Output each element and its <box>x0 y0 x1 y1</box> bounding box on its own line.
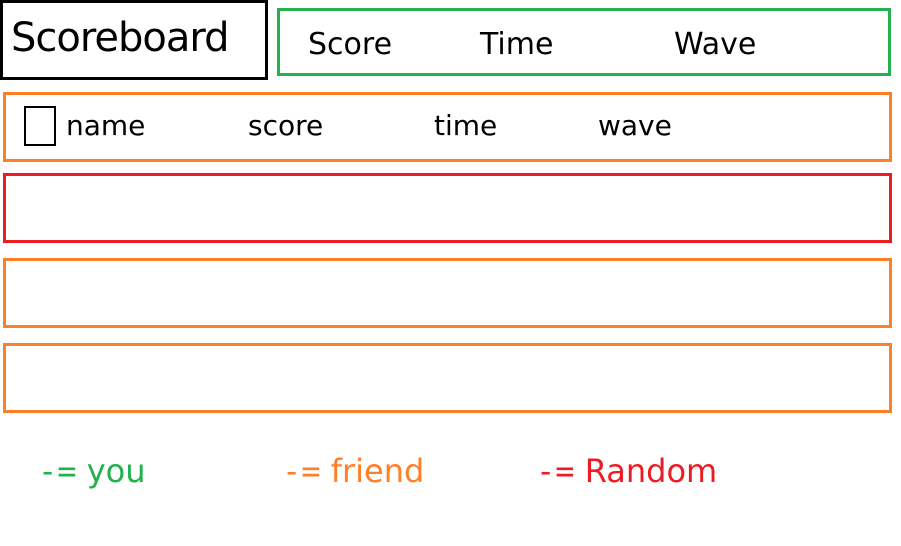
scoreboard-title-box: Scoreboard <box>0 0 268 80</box>
legend-item-random: -= Random <box>536 452 717 490</box>
row-score-cell: score <box>248 109 324 142</box>
row-name-cell: name <box>66 109 146 142</box>
legend-item-friend: -= friend <box>282 452 424 490</box>
scoreboard-row-friend[interactable] <box>3 258 892 328</box>
legend-label: Random <box>584 452 718 490</box>
legend-item-you: -= you <box>38 452 146 490</box>
header-wave-label: Wave <box>674 27 757 62</box>
scoreboard-row-friend[interactable] <box>3 343 892 413</box>
legend-marker: -= <box>38 452 77 490</box>
header-score-label: Score <box>308 27 393 62</box>
row-select-checkbox[interactable] <box>24 106 56 146</box>
header-time-label: Time <box>480 27 554 62</box>
legend-marker: -= <box>282 452 321 490</box>
row-time-cell: time <box>434 109 498 142</box>
row-wave-cell: wave <box>598 109 672 142</box>
legend-label: you <box>86 452 146 490</box>
scoreboard-row-friend[interactable]: name score time wave <box>3 92 892 162</box>
scoreboard-row-random[interactable] <box>3 173 892 243</box>
legend-marker: -= <box>536 452 575 490</box>
legend-label: friend <box>330 452 425 490</box>
page-title: Scoreboard <box>11 15 230 61</box>
your-stats-header: Score Time Wave <box>277 8 891 76</box>
